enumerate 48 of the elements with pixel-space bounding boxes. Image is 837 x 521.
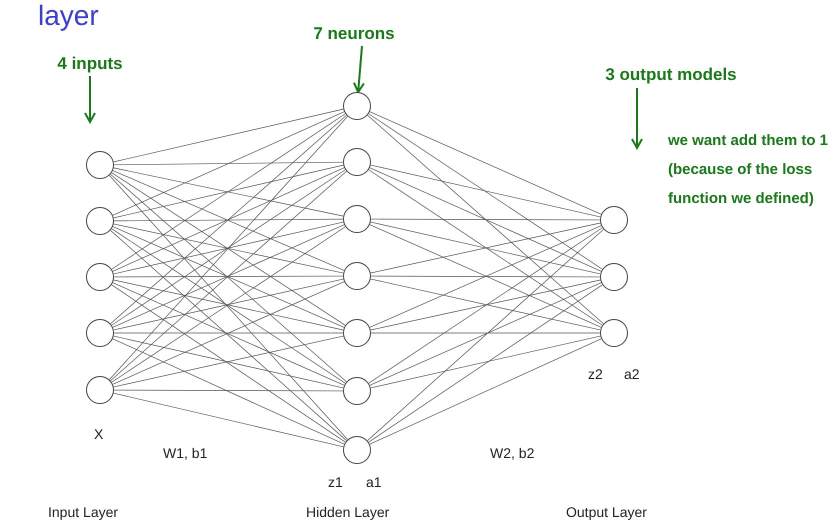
- connection-line: [370, 336, 601, 388]
- connection-line: [368, 227, 603, 384]
- layer-label: Output Layer: [566, 503, 647, 521]
- variable-label: z2: [588, 365, 603, 384]
- weight-label: W2, b2: [490, 444, 534, 463]
- connection-line: [112, 338, 345, 445]
- connection-line: [110, 230, 347, 442]
- connection-line: [109, 116, 348, 380]
- connection-line: [114, 218, 344, 222]
- connection-line: [113, 108, 344, 162]
- section-title: layer: [38, 2, 99, 30]
- connection-line: [370, 218, 600, 220]
- connection-line: [369, 282, 602, 386]
- connection-line: [370, 332, 600, 334]
- connection-line: [368, 284, 603, 443]
- connection-line: [114, 276, 344, 278]
- weight-label: W1, b1: [163, 444, 208, 463]
- layer-label: Input Layer: [48, 503, 118, 521]
- variable-label: X: [94, 425, 104, 444]
- pointer-arrow: [631, 88, 643, 149]
- connection-line: [370, 164, 601, 218]
- variable-label: a1: [366, 473, 382, 492]
- connection-line: [370, 276, 600, 278]
- connection-line: [114, 390, 344, 392]
- variable-label: a2: [624, 365, 640, 384]
- connection-line: [113, 392, 344, 448]
- handwritten-note: 4 inputs: [57, 53, 123, 76]
- connection-line: [369, 338, 602, 445]
- pointer-arrow: [352, 46, 365, 94]
- connection-line: [112, 111, 345, 216]
- connection-line: [110, 114, 347, 324]
- connection-line: [114, 332, 344, 334]
- layer-label: Hidden Layer: [306, 503, 390, 521]
- handwritten-note: 7 neurons: [313, 23, 395, 46]
- connection-line: [111, 284, 346, 443]
- connection-line: [368, 113, 603, 270]
- pointer-arrow: [84, 76, 96, 123]
- connection-line: [367, 228, 604, 442]
- connection-line: [109, 175, 348, 440]
- connection-line: [367, 114, 604, 324]
- variable-label: z1: [328, 473, 343, 492]
- connection-line: [369, 111, 602, 215]
- handwritten-note: 3 output models: [605, 64, 737, 86]
- connection-line: [114, 162, 344, 166]
- handwritten-note: we want add them to 1 (because of the loss function we defined): [668, 131, 830, 209]
- connection-line: [111, 113, 346, 270]
- connection-line: [369, 167, 602, 272]
- connection-line: [368, 169, 603, 326]
